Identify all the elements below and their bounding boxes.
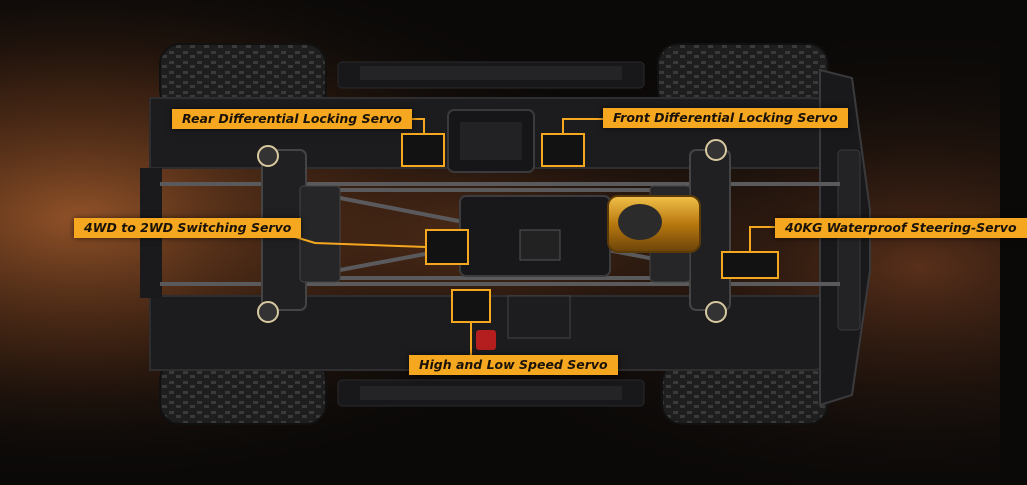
servo-highlights [401,133,779,323]
servo-speed [451,289,491,323]
chassis-diagram [0,0,1000,485]
callout-4wd-switching-servo: 4WD to 2WD Switching Servo [74,218,302,238]
power-switch [476,330,496,350]
servo-front-diff [541,133,585,167]
servo-steering [721,251,779,279]
servo-4wd-switch [425,229,469,265]
leader-front-diff [562,118,603,134]
callout-front-differential-servo: Front Differential Locking Servo [603,108,848,128]
tires [159,43,829,425]
callout-speed-servo: High and Low Speed Servo [409,355,618,375]
callout-steering-servo: 40KG Waterproof Steering-Servo [775,218,1027,238]
drivetrain [447,109,701,350]
callout-rear-differential-servo: Rear Differential Locking Servo [172,109,412,129]
leader-steering [749,226,775,252]
tire-front-bottom [661,361,829,425]
servo-rear-diff [401,133,445,167]
esc-unit [507,295,571,339]
